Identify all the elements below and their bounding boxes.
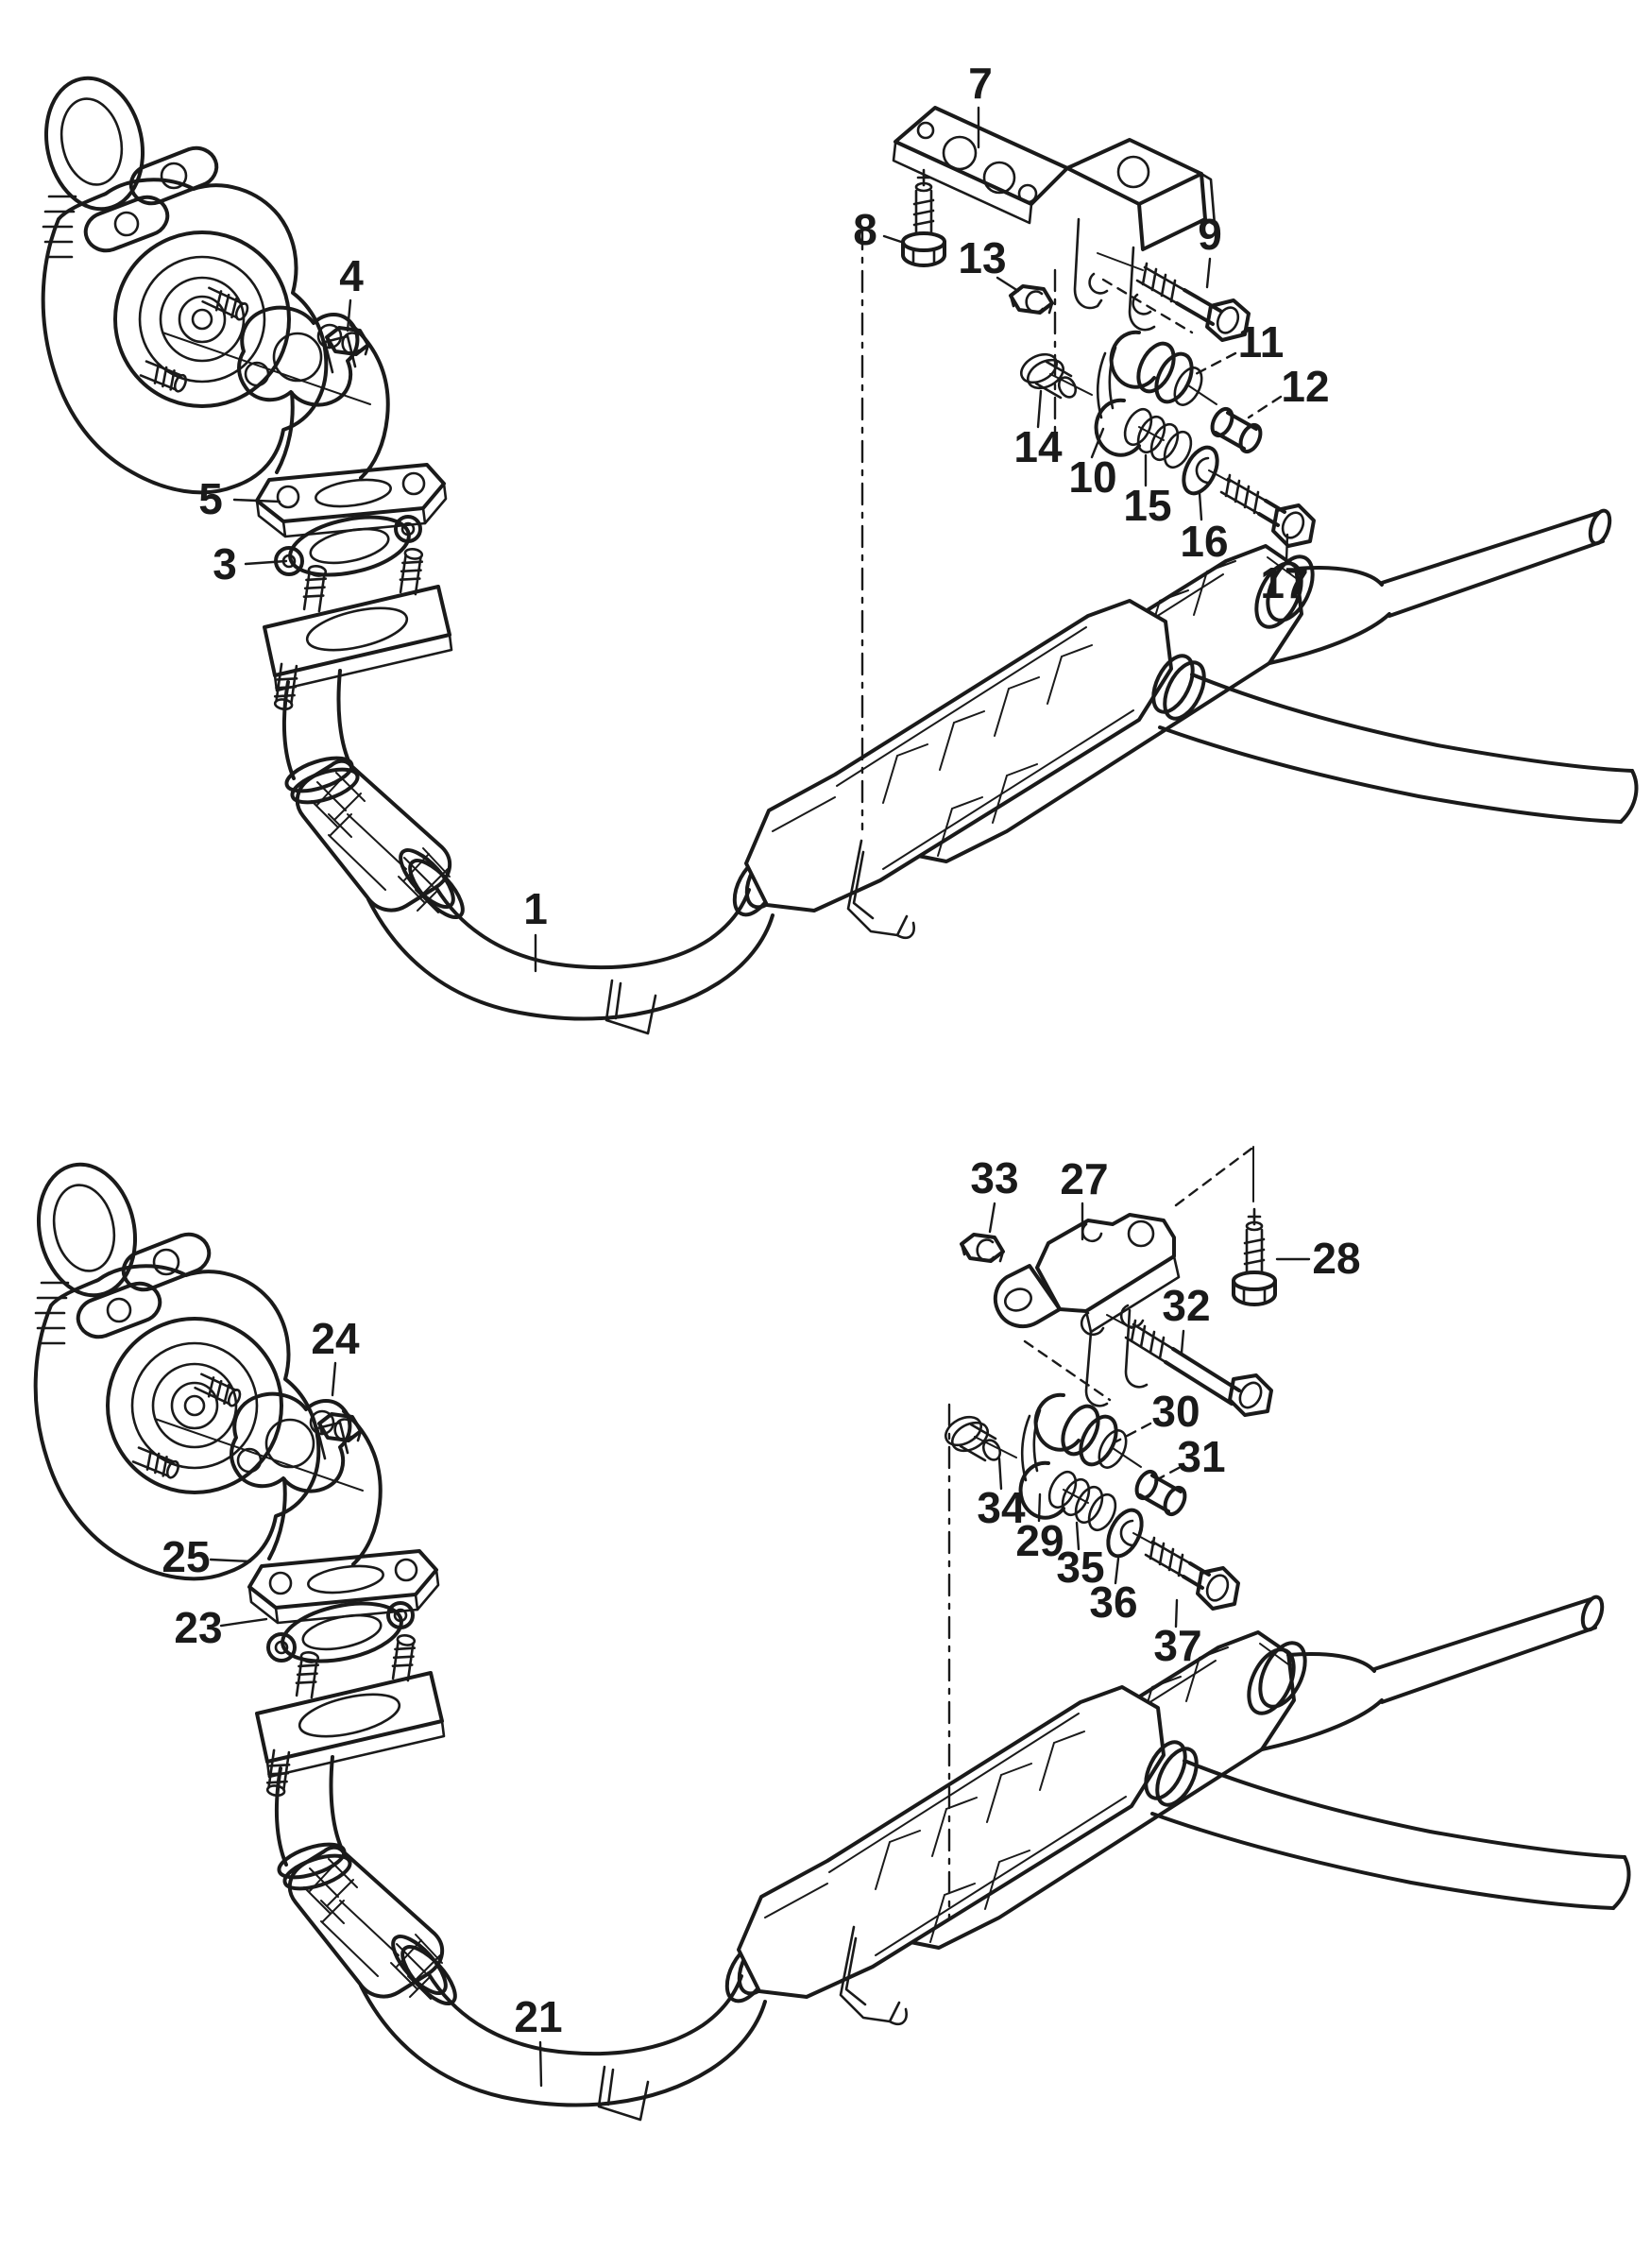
part-number-37: 37 bbox=[1153, 1621, 1201, 1670]
leader-line-30 bbox=[1113, 1422, 1152, 1444]
leader-line-24 bbox=[331, 1361, 337, 1397]
part-number-25: 25 bbox=[162, 1532, 210, 1581]
part-number-16: 16 bbox=[1180, 517, 1228, 566]
part-number-13: 13 bbox=[958, 233, 1006, 282]
leader-line-37 bbox=[1174, 1598, 1179, 1629]
bracket-drawing-top bbox=[892, 106, 1217, 332]
part-number-4: 4 bbox=[339, 251, 364, 300]
leader-line-31 bbox=[1152, 1466, 1181, 1483]
part-number-35: 35 bbox=[1056, 1543, 1104, 1592]
leader-line-12 bbox=[1247, 395, 1283, 419]
part-number-34: 34 bbox=[977, 1483, 1026, 1532]
part-number-3: 3 bbox=[213, 539, 237, 588]
axis-dash-bottom bbox=[1023, 1339, 1112, 1402]
bolt-drawing-9 bbox=[1097, 252, 1251, 342]
leader-line-21 bbox=[538, 2040, 543, 2088]
part-number-21: 21 bbox=[514, 1992, 562, 2041]
bolt-drawing-8 bbox=[901, 168, 946, 267]
part-number-12: 12 bbox=[1281, 362, 1329, 411]
leader-line-29 bbox=[1037, 1492, 1042, 1523]
bracket-drawing-27 bbox=[993, 1213, 1181, 1407]
leader-line-17 bbox=[1285, 533, 1289, 563]
leader-line-4 bbox=[346, 298, 352, 333]
part-number-9: 9 bbox=[1198, 210, 1222, 259]
leader-line-35 bbox=[1075, 1521, 1081, 1551]
part-number-27: 27 bbox=[1060, 1154, 1108, 1203]
exhaust-assembly-bottom bbox=[27, 1155, 1629, 2120]
part-number-31: 31 bbox=[1177, 1432, 1225, 1481]
leader-line-23 bbox=[219, 1617, 268, 1628]
part-number-10: 10 bbox=[1068, 452, 1116, 502]
part-number-32: 32 bbox=[1162, 1281, 1210, 1330]
leader-line-9 bbox=[1205, 257, 1212, 289]
part-number-15: 15 bbox=[1123, 481, 1171, 530]
leader-line-36 bbox=[1114, 1557, 1120, 1585]
leader-line-10 bbox=[1090, 427, 1105, 459]
axis-dash-top bbox=[1101, 278, 1194, 334]
part-number-30: 30 bbox=[1151, 1387, 1200, 1436]
part-number-1: 1 bbox=[523, 884, 548, 933]
exhaust-assembly-top bbox=[35, 69, 1637, 1033]
part-number-24: 24 bbox=[311, 1314, 360, 1363]
leader-line-16 bbox=[1198, 491, 1203, 521]
part-number-11: 11 bbox=[1238, 317, 1285, 367]
part-number-36: 36 bbox=[1089, 1577, 1137, 1627]
nut-drawing-33 bbox=[960, 1233, 1005, 1263]
part-number-14: 14 bbox=[1013, 422, 1063, 471]
leader-line-11 bbox=[1190, 351, 1237, 378]
leader-line-25 bbox=[209, 1558, 252, 1563]
leader-line-33 bbox=[988, 1202, 996, 1234]
part-number-28: 28 bbox=[1312, 1234, 1360, 1283]
part-number-33: 33 bbox=[970, 1153, 1018, 1202]
leader-line-32 bbox=[1180, 1329, 1185, 1355]
leader-line-13 bbox=[996, 276, 1020, 293]
leader-line-34 bbox=[997, 1457, 1003, 1491]
part-number-23: 23 bbox=[174, 1603, 222, 1652]
part-number-5: 5 bbox=[198, 474, 223, 523]
leader-line-3 bbox=[244, 559, 288, 566]
part-number-17: 17 bbox=[1260, 558, 1308, 607]
leader-line-8 bbox=[882, 234, 903, 244]
leader-line-5 bbox=[232, 498, 281, 503]
part-number-8: 8 bbox=[853, 205, 877, 254]
leader-line-14 bbox=[1036, 389, 1043, 429]
bolt-drawing-32 bbox=[1106, 1314, 1273, 1417]
part-number-29: 29 bbox=[1015, 1516, 1064, 1565]
bolt-drawing-28 bbox=[1174, 1146, 1277, 1306]
part-number-7: 7 bbox=[968, 59, 993, 108]
